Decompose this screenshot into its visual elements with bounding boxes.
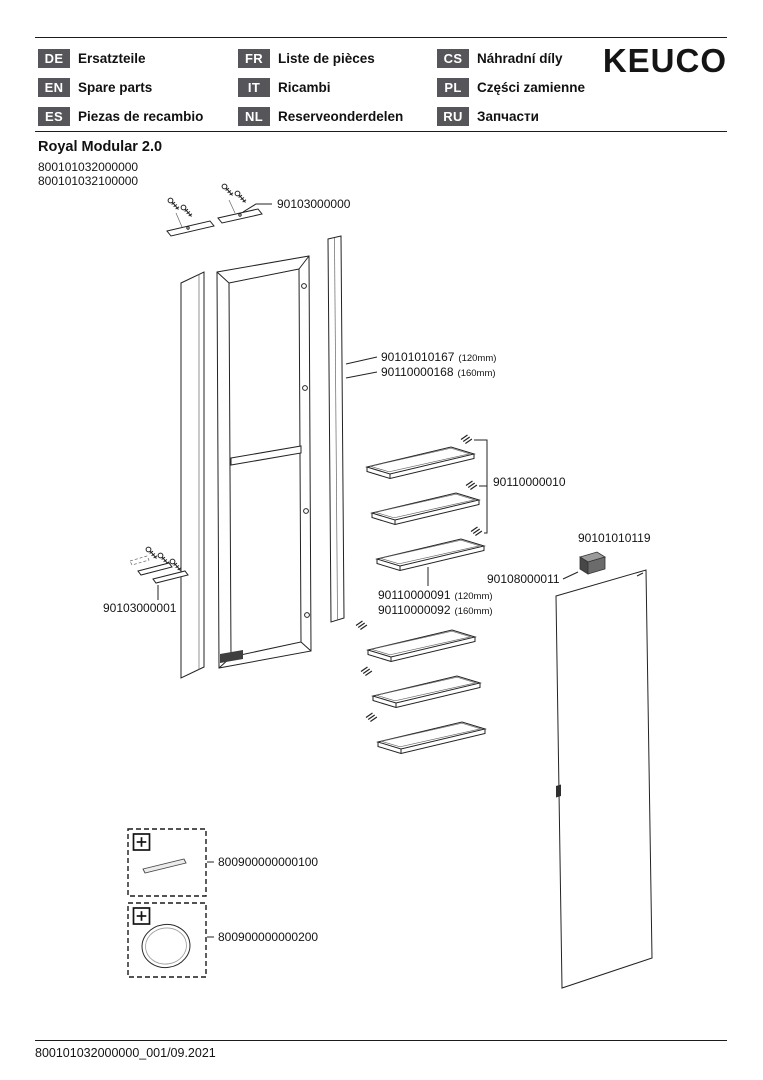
- doc-code: 800101032000000_001/09.2021: [35, 1046, 216, 1060]
- lang-cell-it: IT Ricambi: [238, 78, 403, 97]
- product-code-1: 800101032000000: [38, 160, 139, 174]
- language-column-1: DE Ersatzteile EN Spare parts ES Piezas …: [38, 49, 203, 126]
- part-label-bottom-bracket: 90103000001: [103, 601, 177, 615]
- top-mounting-hardware-drawing: [166, 183, 272, 237]
- bottom-mounting-hardware-drawing: [129, 546, 189, 600]
- lang-cell-es: ES Piezas de recambio: [38, 107, 203, 126]
- part-label-profile-a: 90101010167(120mm): [381, 350, 496, 364]
- lang-badge-fr: FR: [238, 49, 270, 68]
- part-label-shelf-a: 90110000091(120mm): [378, 588, 493, 602]
- lang-label-nl: Reserveonderdelen: [278, 109, 404, 124]
- lang-label-pl: Części zamienne: [477, 80, 586, 95]
- lang-badge-de: DE: [38, 49, 70, 68]
- accessory-box-mirror-drawing: [127, 902, 214, 978]
- lang-badge-pl: PL: [437, 78, 469, 97]
- lang-label-de: Ersatzteile: [78, 51, 146, 66]
- part-label-accessory-strip: 800900000000100: [218, 855, 318, 869]
- profile-strip-drawing: [327, 235, 345, 623]
- language-column-3: CS Náhradní díly PL Części zamienne RU З…: [437, 49, 585, 126]
- lang-cell-ru: RU Запчасти: [437, 107, 585, 126]
- shelf-set-top-drawing: [366, 434, 488, 571]
- plus-icon: [132, 907, 151, 925]
- keuco-logo: KEUCO: [602, 42, 727, 79]
- lang-label-cs: Náhradní díly: [477, 51, 563, 66]
- plus-icon: [132, 833, 151, 851]
- lang-cell-en: EN Spare parts: [38, 78, 203, 97]
- part-label-top-bracket: 90103000000: [277, 197, 351, 211]
- lang-badge-nl: NL: [238, 107, 270, 126]
- accessory-box-strip-drawing: [127, 828, 214, 897]
- door-panel-drawing: [555, 569, 653, 989]
- language-column-2: FR Liste de pièces IT Ricambi NL Reserve…: [238, 49, 403, 126]
- profile-leader-line-1: [345, 356, 378, 365]
- lang-label-ru: Запчасти: [477, 109, 539, 124]
- part-label-shelf-b: 90110000092(160mm): [378, 603, 493, 617]
- product-name: Royal Modular 2.0: [38, 139, 163, 155]
- lang-cell-cs: CS Náhradní díly: [437, 49, 585, 68]
- header-divider-rule: [35, 131, 727, 132]
- lang-badge-it: IT: [238, 78, 270, 97]
- part-label-profile-b: 90110000168(160mm): [381, 365, 496, 379]
- lang-badge-cs: CS: [437, 49, 469, 68]
- lang-label-es: Piezas de recambio: [78, 109, 204, 124]
- footer-rule: [35, 1040, 727, 1041]
- part-label-shelf-set: 90110000010: [493, 475, 566, 489]
- lang-cell-pl: PL Części zamienne: [437, 78, 585, 97]
- lang-badge-es: ES: [38, 107, 70, 126]
- lang-cell-fr: FR Liste de pièces: [238, 49, 403, 68]
- lang-badge-en: EN: [38, 78, 70, 97]
- cabinet-body-drawing: [216, 255, 312, 669]
- part-label-door-panel: 90101010119: [578, 531, 651, 545]
- lang-badge-ru: RU: [437, 107, 469, 126]
- lang-label-it: Ricambi: [278, 80, 331, 95]
- door-catch-drawing: [579, 551, 606, 575]
- product-info: Royal Modular 2.0 800101032000000 800101…: [38, 139, 162, 188]
- profile-leader-line-2: [345, 371, 378, 379]
- top-rule: [35, 37, 727, 38]
- lang-cell-de: DE Ersatzteile: [38, 49, 203, 68]
- lang-cell-nl: NL Reserveonderdelen: [238, 107, 403, 126]
- shelf-set-bottom-drawing: [355, 620, 486, 754]
- side-panel-drawing: [180, 271, 205, 679]
- product-code-2: 800101032100000: [38, 174, 139, 188]
- part-label-accessory-mirror: 800900000000200: [218, 930, 318, 944]
- part-label-door-catch: 90108000011: [487, 572, 560, 586]
- door-catch-leader-line: [562, 571, 579, 580]
- lang-label-fr: Liste de pièces: [278, 51, 375, 66]
- lang-label-en: Spare parts: [78, 80, 153, 95]
